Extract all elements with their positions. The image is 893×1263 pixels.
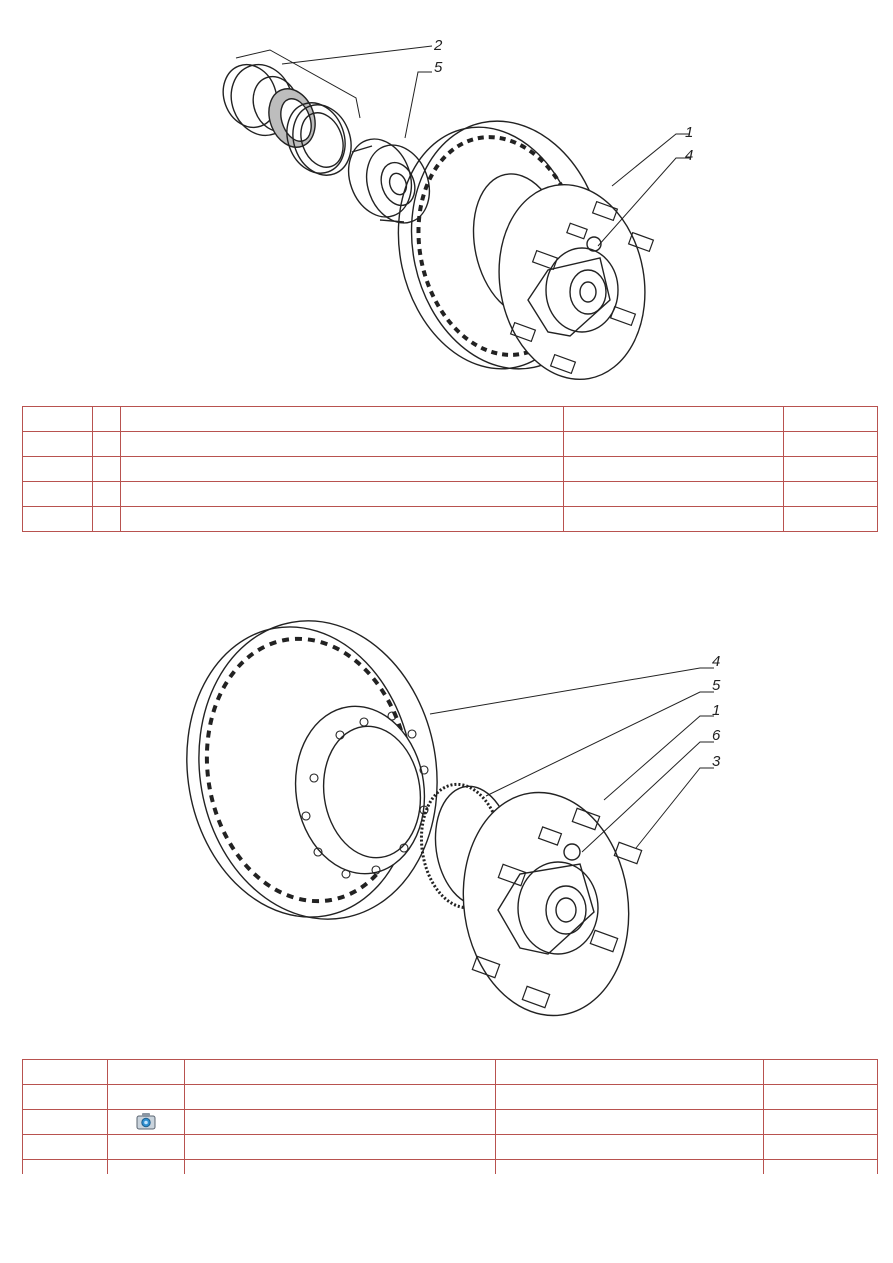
table-cell [22, 1159, 108, 1174]
callout-label: 6 [712, 727, 721, 744]
roller-cage [268, 88, 316, 148]
table-cell [22, 506, 93, 532]
table-cell [22, 1134, 108, 1160]
table-cell [783, 431, 878, 457]
wheel-studs [471, 807, 643, 1009]
guide-bolt [586, 236, 602, 252]
table-cell [763, 1084, 878, 1110]
table-row [22, 481, 878, 507]
table-cell [22, 1059, 108, 1085]
table-cell [92, 406, 121, 432]
table-cell [563, 431, 784, 457]
table-cell [495, 1134, 764, 1160]
table-cell [120, 406, 564, 432]
table-row [22, 456, 878, 482]
table-cell [92, 481, 121, 507]
figure-2-callouts: 4 5 1 6 3 [712, 653, 721, 770]
table-row [22, 1159, 878, 1174]
hub-flange [462, 791, 630, 1017]
table-cell [495, 1159, 764, 1174]
table-cell [763, 1159, 878, 1174]
table-cell [107, 1159, 185, 1174]
brake-disc [186, 620, 438, 920]
callout-label: 4 [685, 147, 693, 164]
disc-bolt-holes [301, 711, 429, 879]
figure-1-callouts: 2 5 1 4 [433, 37, 693, 164]
callout-label: 1 [685, 124, 693, 141]
table-cell [22, 1084, 108, 1110]
table-cell [184, 1059, 496, 1085]
table-cell [120, 481, 564, 507]
table-row [22, 1059, 878, 1085]
parts-table-1 [22, 406, 878, 532]
wheel-studs [509, 200, 655, 375]
table-cell [563, 481, 784, 507]
table-row [22, 406, 878, 432]
figure-2-exploded-disc-view: 4 5 1 6 3 [0, 600, 893, 1040]
callout-label: 5 [712, 677, 721, 694]
table-cell [495, 1059, 764, 1085]
table-cell [120, 431, 564, 457]
seal-ring [286, 102, 352, 176]
table-cell [107, 1084, 185, 1110]
table-cell [495, 1109, 764, 1135]
callout-label: 4 [712, 653, 720, 670]
table-cell [22, 481, 93, 507]
table-cell [22, 406, 93, 432]
table-cell [763, 1109, 878, 1135]
figure-1-exploded-hub-view: 2 5 1 4 [0, 0, 893, 395]
table-cell [120, 506, 564, 532]
table-cell-with-icon [107, 1109, 185, 1135]
leader-lines [429, 667, 714, 853]
table-cell [184, 1084, 496, 1110]
table-cell [120, 456, 564, 482]
table-cell [22, 1109, 108, 1135]
table-cell [563, 506, 784, 532]
leader-lines [235, 45, 690, 247]
table-cell [184, 1134, 496, 1160]
ball-bearing [347, 138, 431, 224]
table-cell [22, 456, 93, 482]
callout-label: 3 [712, 753, 721, 770]
table-cell [92, 456, 121, 482]
table-cell [22, 431, 93, 457]
table-cell [783, 481, 878, 507]
table-row [22, 431, 878, 457]
table-row [22, 1084, 878, 1110]
callout-label: 2 [433, 37, 443, 54]
parts-table-2 [22, 1059, 878, 1174]
camera-icon[interactable] [136, 1112, 156, 1133]
table-cell [92, 506, 121, 532]
table-cell [495, 1084, 764, 1110]
table-cell [184, 1159, 496, 1174]
guide-bolt [563, 843, 581, 861]
table-cell [783, 406, 878, 432]
figure-1-drawing: 2 5 1 4 [222, 37, 693, 381]
table-cell [783, 506, 878, 532]
table-cell [563, 406, 784, 432]
callout-label: 1 [712, 702, 720, 719]
table-row [22, 1109, 878, 1135]
table-cell [563, 456, 784, 482]
table-row [22, 506, 878, 532]
table-cell [107, 1059, 185, 1085]
figure-2-drawing: 4 5 1 6 3 [186, 620, 721, 1017]
table-row [22, 1134, 878, 1160]
table-cell [107, 1134, 185, 1160]
table-cell [783, 456, 878, 482]
table-cell [184, 1109, 496, 1135]
table-cell [763, 1134, 878, 1160]
table-cell [763, 1059, 878, 1085]
table-cell [92, 431, 121, 457]
callout-label: 5 [434, 59, 443, 76]
